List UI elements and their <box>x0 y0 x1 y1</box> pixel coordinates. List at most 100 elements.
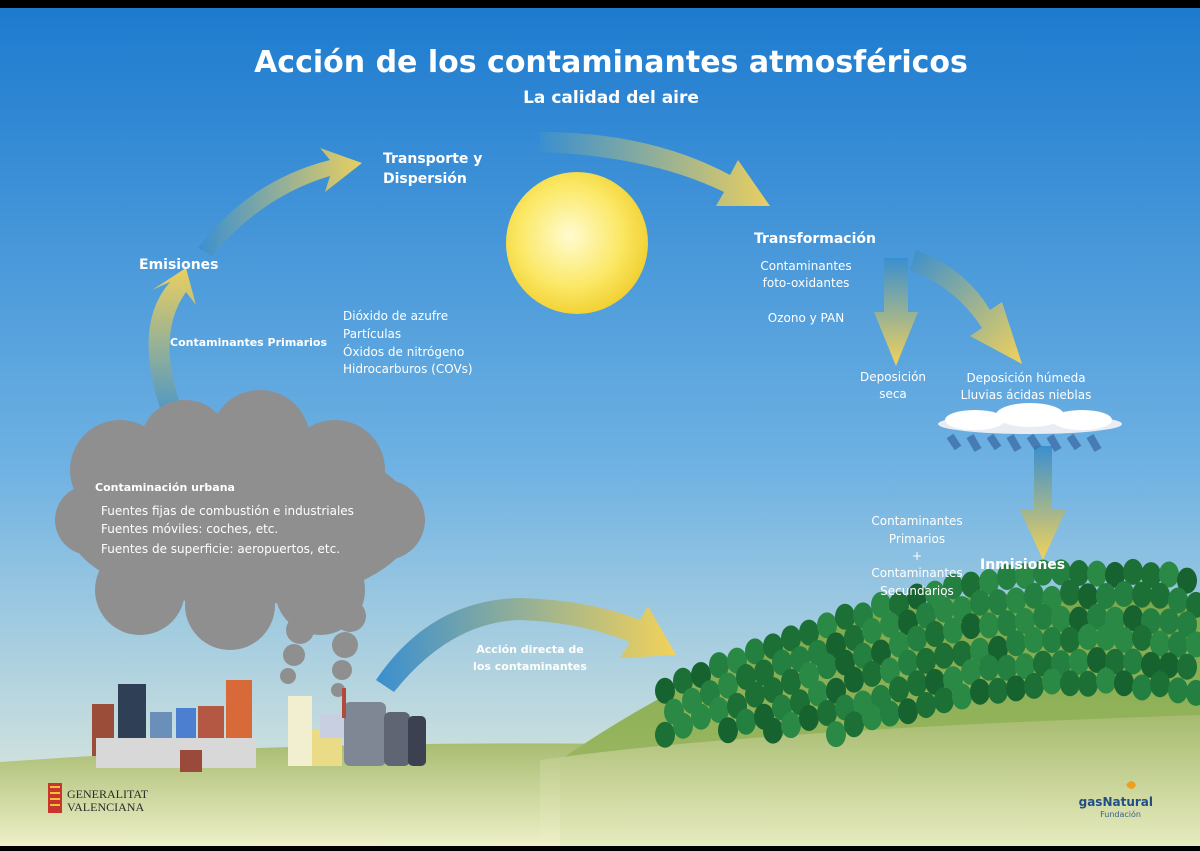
tree-icon <box>1015 608 1035 635</box>
tree-icon <box>952 683 972 710</box>
flame-icon <box>1126 781 1136 789</box>
tree-icon <box>1132 581 1152 608</box>
tree-icon <box>907 670 927 697</box>
foreground-field <box>540 715 1200 846</box>
tree-icon <box>1132 674 1152 701</box>
tree-icon <box>1123 648 1143 675</box>
tree-icon <box>862 617 882 644</box>
tree-icon <box>916 602 936 629</box>
tree-icon <box>1015 562 1035 589</box>
node-transporte-line1: Transporte y <box>383 151 482 167</box>
tree-icon <box>943 617 963 644</box>
arrow-transporte-to-transformacion <box>540 132 770 206</box>
inmisiones-detail: Secundarios <box>880 584 954 598</box>
tree-icon <box>1123 605 1143 632</box>
tree-icon <box>934 687 954 714</box>
tree-icon <box>745 681 765 708</box>
page-subtitle: La calidad del aire <box>523 88 699 108</box>
primarios-item: Dióxido de azufre <box>343 309 448 323</box>
gasnatural-logo-line1: gasNatural <box>1079 795 1153 809</box>
city-buildings <box>92 680 426 772</box>
inmisiones-detail: Contaminantes <box>871 566 962 580</box>
tree-icon <box>1087 560 1107 587</box>
tree-icon <box>1186 631 1200 658</box>
tree-icon <box>1006 630 1026 657</box>
tree-icon <box>799 619 819 646</box>
tree-icon <box>709 652 729 679</box>
gasnatural-logo: gasNatural Fundación <box>1079 781 1153 819</box>
smoke-cloud <box>55 390 425 697</box>
deposicion-seca-line: Deposición <box>860 370 926 384</box>
tree-icon <box>988 635 1008 662</box>
tree-icon <box>844 711 864 738</box>
deposicion-seca-line: seca <box>879 387 907 401</box>
tree-icon <box>673 667 693 694</box>
rain-cloud-icon <box>938 403 1122 452</box>
tree-icon <box>898 649 918 676</box>
tree-icon <box>970 589 990 616</box>
transformacion-item: Ozono y PAN <box>768 311 844 325</box>
tree-icon <box>988 677 1008 704</box>
tree-icon <box>1114 626 1134 653</box>
tree-icon <box>1150 630 1170 657</box>
tree-icon <box>1042 626 1062 653</box>
tree-icon <box>745 638 765 665</box>
ground <box>0 743 620 846</box>
tree-icon <box>1006 587 1026 614</box>
deposicion-humeda-line: Lluvias ácidas nieblas <box>961 388 1092 402</box>
node-transformacion: Transformación <box>754 231 876 247</box>
tree-icon <box>772 649 792 676</box>
arrow-accion-directa <box>376 598 676 692</box>
node-transporte-line2: Dispersión <box>383 171 467 187</box>
arrow-emisiones-to-transporte <box>198 148 362 256</box>
tree-icon <box>1096 624 1116 651</box>
tree-icon <box>1078 583 1098 610</box>
sun-icon <box>506 172 648 314</box>
tree-icon <box>1042 668 1062 695</box>
tree-icon <box>799 704 819 731</box>
urbana-item: Fuentes móviles: coches, etc. <box>101 522 278 536</box>
tree-icon <box>1033 603 1053 630</box>
tree-icon <box>1168 677 1188 704</box>
primarios-item: Hidrocarburos (COVs) <box>343 362 473 376</box>
tree-icon <box>1114 670 1134 697</box>
tree-icon <box>1150 671 1170 698</box>
tree-icon <box>880 700 900 727</box>
tree-icon <box>1078 670 1098 697</box>
tree-icon <box>880 611 900 638</box>
tree-icon <box>961 659 981 686</box>
page-title: Acción de los contaminantes atmosféricos <box>254 45 968 80</box>
tree-icon <box>718 672 738 699</box>
tree-icon <box>817 612 837 639</box>
tree-icon <box>1186 679 1200 706</box>
tree-icon <box>781 712 801 739</box>
tree-icon <box>988 589 1008 616</box>
arrow-to-inmisiones <box>1020 446 1066 560</box>
inmisiones-detail: + <box>912 549 922 563</box>
tree-icon <box>961 613 981 640</box>
tree-icon <box>1168 587 1188 614</box>
urbana-item: Fuentes fijas de combustión e industrial… <box>101 504 354 518</box>
tree-icon <box>916 691 936 718</box>
tree-icon <box>862 704 882 731</box>
tree-icon <box>997 610 1017 637</box>
accion-directa-line: Acción directa de <box>476 643 583 656</box>
tree-icon <box>1087 603 1107 630</box>
tree-icon <box>907 625 927 652</box>
tree-icon <box>817 699 837 726</box>
tree-icon <box>943 573 963 600</box>
tree-icon <box>925 621 945 648</box>
generalitat-logo-line1: GENERALITAT <box>67 787 149 801</box>
accion-directa-line: los contaminantes <box>473 660 587 673</box>
tree-icon <box>1132 624 1152 651</box>
tree-icon <box>1069 648 1089 675</box>
tree-icon <box>889 676 909 703</box>
tree-icon <box>1186 591 1200 618</box>
tree-icon <box>1114 581 1134 608</box>
tree-icon <box>1177 567 1197 594</box>
tree-icon <box>1024 582 1044 609</box>
tree-icon <box>826 721 846 748</box>
arrow-primarios-to-emisiones <box>148 268 196 430</box>
tree-icon <box>808 680 828 707</box>
